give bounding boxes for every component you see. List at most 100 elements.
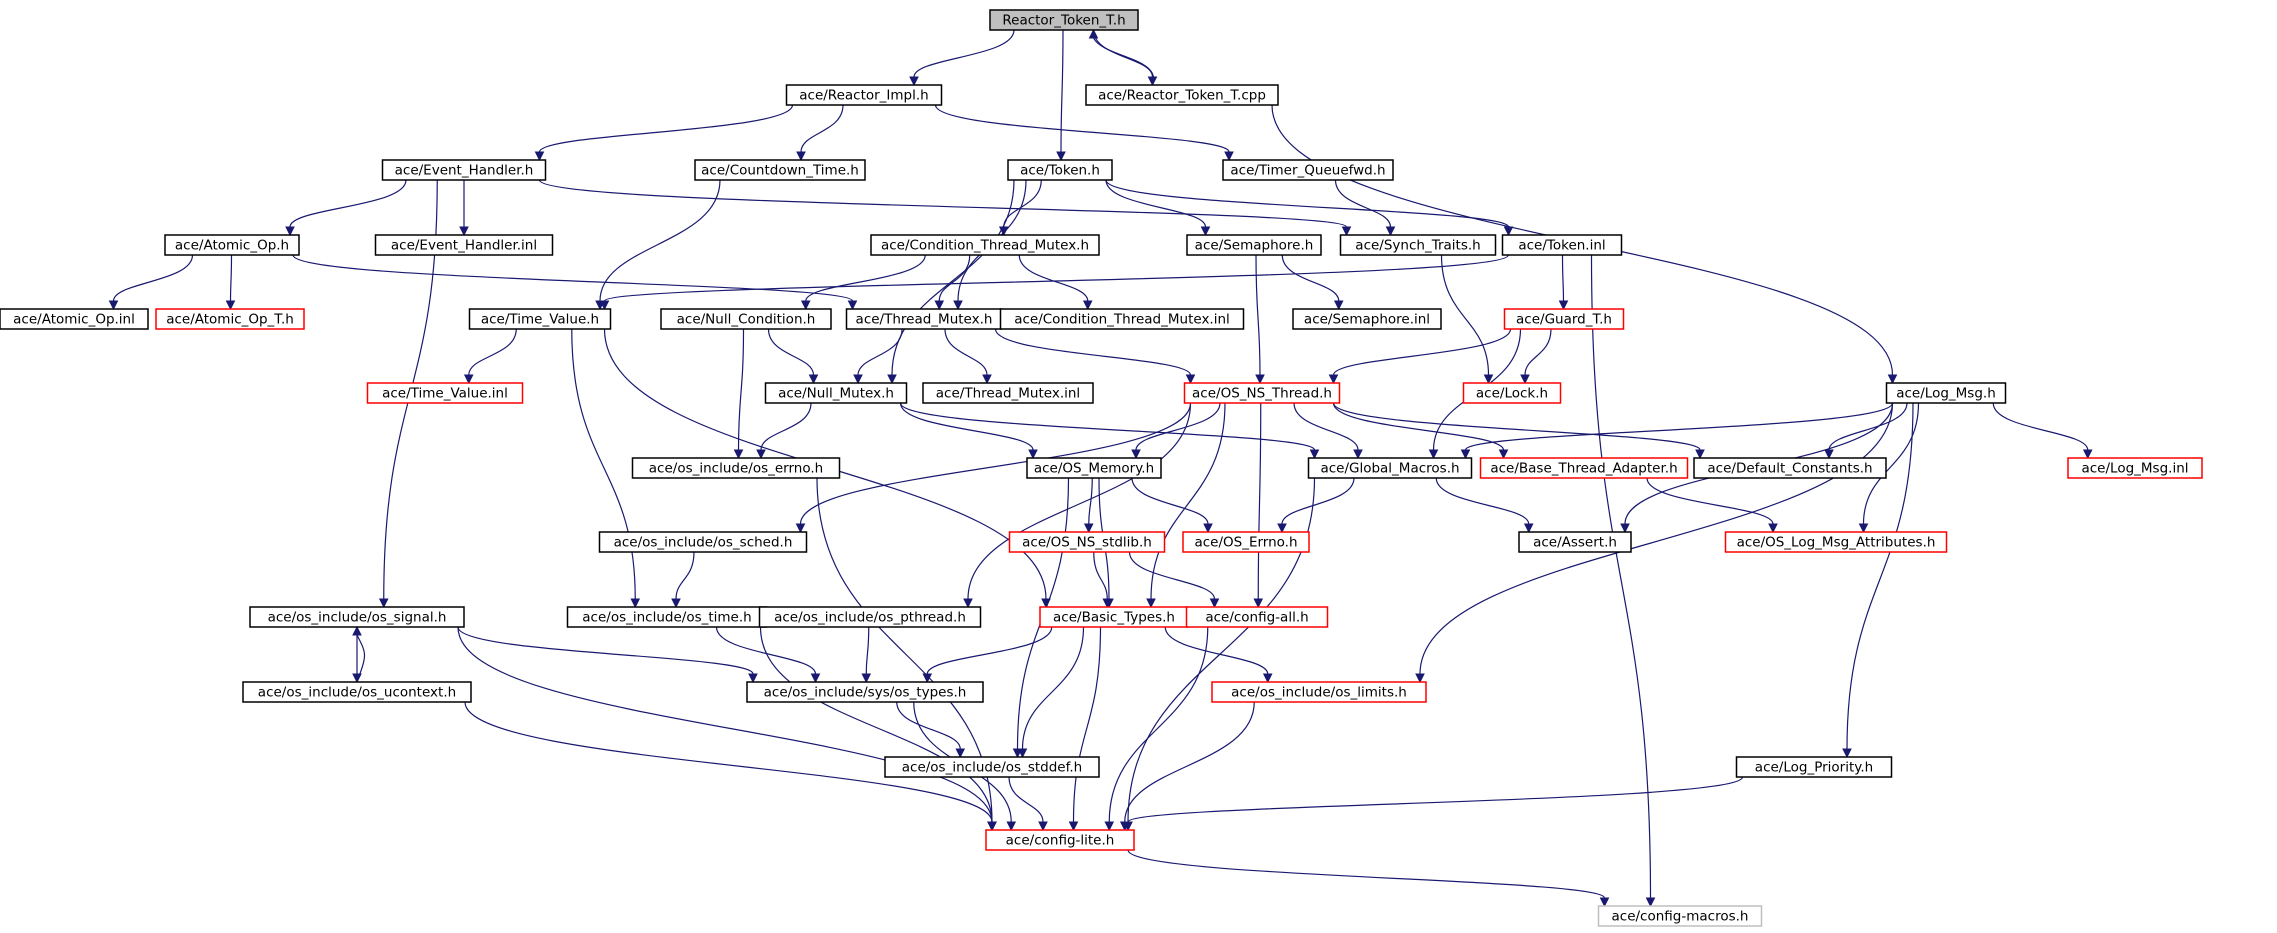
- node-os-sched-h[interactable]: ace/os_include/os_sched.h: [598, 531, 808, 553]
- node-log-msg-h[interactable]: ace/Log_Msg.h: [1885, 382, 2007, 404]
- edge-token-h-to-null-mutex-h: [887, 179, 1015, 385]
- node-box: [989, 9, 1139, 31]
- node-label: ace/Event_Handler.inl: [391, 238, 537, 254]
- node-label: ace/os_include/os_limits.h: [1231, 685, 1407, 701]
- node-log-msg-inl[interactable]: ace/Log_Msg.inl: [2067, 457, 2203, 479]
- node-box: [1185, 606, 1329, 628]
- node-os-signal-h[interactable]: ace/os_include/os_signal.h: [249, 606, 465, 628]
- node-box: [746, 681, 984, 703]
- edge-os-ns-thread-h-to-os-pthread-h: [963, 402, 1192, 609]
- node-log-priority-h[interactable]: ace/Log_Priority.h: [1735, 756, 1893, 778]
- node-label: ace/Semaphore.inl: [1304, 312, 1430, 328]
- node-label: ace/Global_Macros.h: [1320, 461, 1459, 477]
- node-token-inl[interactable]: ace/Token.inl: [1501, 234, 1623, 256]
- node-atomic-op-t-h[interactable]: ace/Atomic_Op_T.h: [155, 308, 305, 330]
- edge-os-time-h-to-sys-os-types-h: [715, 626, 821, 684]
- node-null-mutex-h[interactable]: ace/Null_Mutex.h: [764, 382, 908, 404]
- node-os-pthread-h[interactable]: ace/os_include/os_pthread.h: [758, 606, 982, 628]
- node-label: ace/Atomic_Op.h: [175, 238, 289, 254]
- node-label: ace/os_include/os_pthread.h: [774, 610, 966, 626]
- edge-condition-thread-mutex-h-to-thread-mutex-h: [934, 254, 971, 311]
- node-label: ace/Assert.h: [1533, 535, 1617, 551]
- node-box: [1292, 308, 1442, 330]
- edge-reactor-token-t-h-to-reactor-impl-h: [909, 29, 1015, 87]
- node-label: ace/os_include/os_stddef.h: [902, 760, 1082, 776]
- node-box: [1026, 457, 1162, 479]
- node-os-ns-stdlib-h[interactable]: ace/OS_NS_stdlib.h: [1008, 531, 1166, 553]
- node-lock-h[interactable]: ace/Lock.h: [1462, 382, 1562, 404]
- node-base-thread-adapter-h[interactable]: ace/Base_Thread_Adapter.h: [1479, 457, 1689, 479]
- edge-atomic-op-h-to-atomic-op-inl: [108, 254, 194, 311]
- node-os-limits-h[interactable]: ace/os_include/os_limits.h: [1211, 681, 1427, 703]
- edge-thread-mutex-h-to-thread-mutex-inl: [944, 328, 992, 385]
- node-label: ace/Thread_Mutex.inl: [936, 386, 1080, 402]
- node-label: ace/config-macros.h: [1612, 909, 1749, 925]
- node-event-handler-inl[interactable]: ace/Event_Handler.inl: [374, 234, 554, 256]
- node-box: [1724, 531, 1948, 553]
- node-assert-h[interactable]: ace/Assert.h: [1518, 531, 1632, 553]
- node-box: [1307, 457, 1473, 479]
- edge-event-handler-h-to-atomic-op-h: [285, 179, 407, 237]
- edge-base-thread-adapter-h-to-os-log-msg-attributes-h: [1646, 477, 1778, 534]
- node-token-h[interactable]: ace/Token.h: [1007, 159, 1113, 181]
- node-box: [870, 234, 1100, 256]
- node-os-errno-h[interactable]: ace/os_include/os_errno.h: [631, 457, 841, 479]
- node-semaphore-inl[interactable]: ace/Semaphore.inl: [1292, 308, 1442, 330]
- edge-log-msg-h-to-global-macros-h: [1460, 402, 1894, 460]
- node-box: [1211, 681, 1427, 703]
- node-guard-t-h[interactable]: ace/Guard_T.h: [1503, 308, 1625, 330]
- node-synch-traits-h[interactable]: ace/Synch_Traits.h: [1339, 234, 1497, 256]
- node-box: [1518, 531, 1632, 553]
- node-box: [1186, 234, 1322, 256]
- node-label: ace/Timer_Queuefwd.h: [1230, 163, 1385, 179]
- node-sys-os-types-h[interactable]: ace/os_include/sys/os_types.h: [746, 681, 984, 703]
- edge-reactor-token-t-h-to-token-h: [1056, 29, 1066, 162]
- node-time-value-inl[interactable]: ace/Time_Value.inl: [366, 382, 524, 404]
- node-config-macros-h[interactable]: ace/config-macros.h: [1597, 905, 1763, 927]
- node-semaphore-h[interactable]: ace/Semaphore.h: [1186, 234, 1322, 256]
- node-condition-thread-mutex-inl[interactable]: ace/Condition_Thread_Mutex.inl: [999, 308, 1245, 330]
- edge-os-ns-thread-h-to-default-constants-h: [1332, 402, 1705, 460]
- node-os-stddef-h[interactable]: ace/os_include/os_stddef.h: [884, 756, 1100, 778]
- node-atomic-op-h[interactable]: ace/Atomic_Op.h: [164, 234, 300, 256]
- node-thread-mutex-inl[interactable]: ace/Thread_Mutex.inl: [922, 382, 1094, 404]
- node-os-time-h[interactable]: ace/os_include/os_time.h: [566, 606, 768, 628]
- node-box: [598, 531, 808, 553]
- node-null-condition-h[interactable]: ace/Null_Condition.h: [660, 308, 832, 330]
- node-config-lite-h[interactable]: ace/config-lite.h: [985, 829, 1135, 851]
- node-event-handler-h[interactable]: ace/Event_Handler.h: [381, 159, 547, 181]
- node-condition-thread-mutex-h[interactable]: ace/Condition_Thread_Mutex.h: [870, 234, 1100, 256]
- edge-global-macros-h-to-assert-h: [1435, 477, 1534, 534]
- node-os-memory-h[interactable]: ace/OS_Memory.h: [1026, 457, 1162, 479]
- edge-os-ns-stdlib-h-to-basic-types-h: [1093, 551, 1113, 609]
- node-time-value-h[interactable]: ace/Time_Value.h: [468, 308, 612, 330]
- node-countdown-time-h[interactable]: ace/Countdown_Time.h: [694, 159, 866, 181]
- node-global-macros-h[interactable]: ace/Global_Macros.h: [1307, 457, 1473, 479]
- node-os-errno-ace-h[interactable]: ace/OS_Errno.h: [1182, 531, 1310, 553]
- node-config-all-h[interactable]: ace/config-all.h: [1185, 606, 1329, 628]
- edge-reactor-impl-h-to-event-handler-h: [534, 104, 794, 162]
- node-timer-queuefwd-h[interactable]: ace/Timer_Queuefwd.h: [1222, 159, 1394, 181]
- node-os-ucontext-h[interactable]: ace/os_include/os_ucontext.h: [242, 681, 472, 703]
- node-label: ace/Token.h: [1020, 163, 1100, 179]
- node-label: Reactor_Token_T.h: [1002, 13, 1125, 29]
- edge-os-ns-thread-h-to-basic-types-h: [1146, 402, 1226, 609]
- node-reactor-token-t-h[interactable]: Reactor_Token_T.h: [989, 9, 1139, 31]
- node-label: ace/OS_Errno.h: [1194, 535, 1297, 551]
- node-atomic-op-inl[interactable]: ace/Atomic_Op.inl: [0, 308, 149, 330]
- node-os-ns-thread-h[interactable]: ace/OS_NS_Thread.h: [1183, 382, 1341, 404]
- node-reactor-token-t-cpp[interactable]: ace/Reactor_Token_T.cpp: [1085, 84, 1279, 106]
- node-thread-mutex-h[interactable]: ace/Thread_Mutex.h: [845, 308, 1003, 330]
- node-os-log-msg-attributes-h[interactable]: ace/OS_Log_Msg_Attributes.h: [1724, 531, 1948, 553]
- node-label: ace/os_include/os_signal.h: [268, 610, 447, 626]
- node-label: ace/os_include/os_errno.h: [649, 461, 823, 477]
- edge-log-priority-h-to-config-lite-h: [1123, 776, 1744, 832]
- edge-event-handler-h-to-synch-traits-h: [538, 179, 1352, 237]
- node-reactor-impl-h[interactable]: ace/Reactor_Impl.h: [785, 84, 943, 106]
- edge-null-mutex-h-to-os-errno-h: [756, 402, 812, 460]
- edge-log-msg-h-to-os-limits-h: [1415, 402, 1894, 684]
- node-default-constants-h[interactable]: ace/Default_Constants.h: [1693, 457, 1887, 479]
- node-box: [1501, 234, 1623, 256]
- edge-synch-traits-h-to-lock-h: [1440, 254, 1494, 385]
- node-basic-types-h[interactable]: ace/Basic_Types.h: [1039, 606, 1189, 628]
